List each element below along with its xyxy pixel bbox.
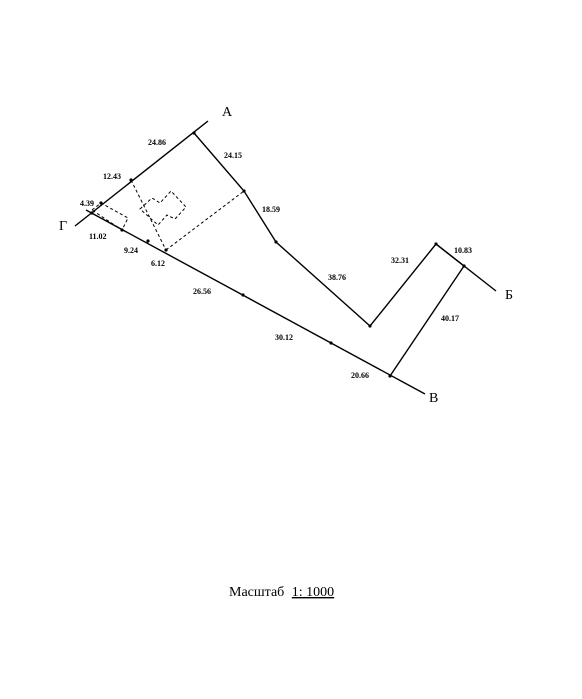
vertex	[274, 240, 278, 244]
segment-labels: 24.86 24.15 12.43 4.39 18.59 11.02 9.24 …	[80, 138, 472, 380]
vertex	[462, 264, 466, 268]
segment-label: 26.56	[193, 287, 211, 296]
vertex	[129, 178, 133, 182]
scale-label-text: Масштаб	[229, 585, 284, 600]
vertex	[146, 239, 150, 243]
vertex	[120, 228, 124, 232]
segment-label: 11.02	[89, 232, 107, 241]
segment-label: 12.43	[103, 172, 121, 181]
vertex	[434, 242, 438, 246]
segment-label: 24.15	[224, 151, 242, 160]
segment-label: 9.24	[124, 246, 138, 255]
segment-label: 4.39	[80, 199, 94, 208]
segment-label: 6.12	[151, 259, 165, 268]
segment-label: 24.86	[148, 138, 166, 147]
corner-labels: А Б В Г	[59, 105, 513, 406]
corner-label-g: Г	[59, 219, 67, 234]
vertex	[192, 131, 196, 135]
segment-label: 18.59	[262, 205, 280, 214]
vertex	[99, 201, 103, 205]
segment-label: 40.17	[441, 314, 459, 323]
scale-caption: Масштаб 1: 1000	[229, 585, 334, 600]
line-g-a	[74, 120, 209, 227]
segment-label: 32.31	[391, 256, 409, 265]
corner-label-v: В	[429, 391, 438, 406]
scale-value: 1: 1000	[292, 585, 334, 600]
vertex-points	[90, 131, 466, 378]
dashed-line-inner-2	[165, 190, 245, 251]
scale-label: Масштаб 1: 1000	[229, 585, 334, 600]
boundary-lines	[74, 120, 497, 395]
line-g-v	[85, 209, 426, 395]
vertex	[164, 248, 168, 252]
vertex	[388, 374, 392, 378]
vertex	[242, 189, 246, 193]
annex-outline	[91, 202, 129, 231]
dashed-lines	[91, 179, 245, 251]
line-right-boundary	[193, 132, 465, 328]
vertex	[90, 211, 94, 215]
dashed-line-inner-1	[130, 179, 167, 251]
corner-label-b: Б	[505, 288, 513, 303]
corner-label-a: А	[222, 105, 233, 120]
vertex	[368, 324, 372, 328]
segment-label: 38.76	[328, 273, 346, 282]
line-40-17	[389, 265, 465, 377]
segment-label: 20.66	[351, 371, 369, 380]
segment-label: 10.83	[454, 246, 472, 255]
line-to-b	[435, 243, 497, 292]
segment-label: 30.12	[275, 333, 293, 342]
vertex	[329, 341, 333, 345]
vertex	[241, 293, 245, 297]
building-outline	[139, 190, 187, 226]
